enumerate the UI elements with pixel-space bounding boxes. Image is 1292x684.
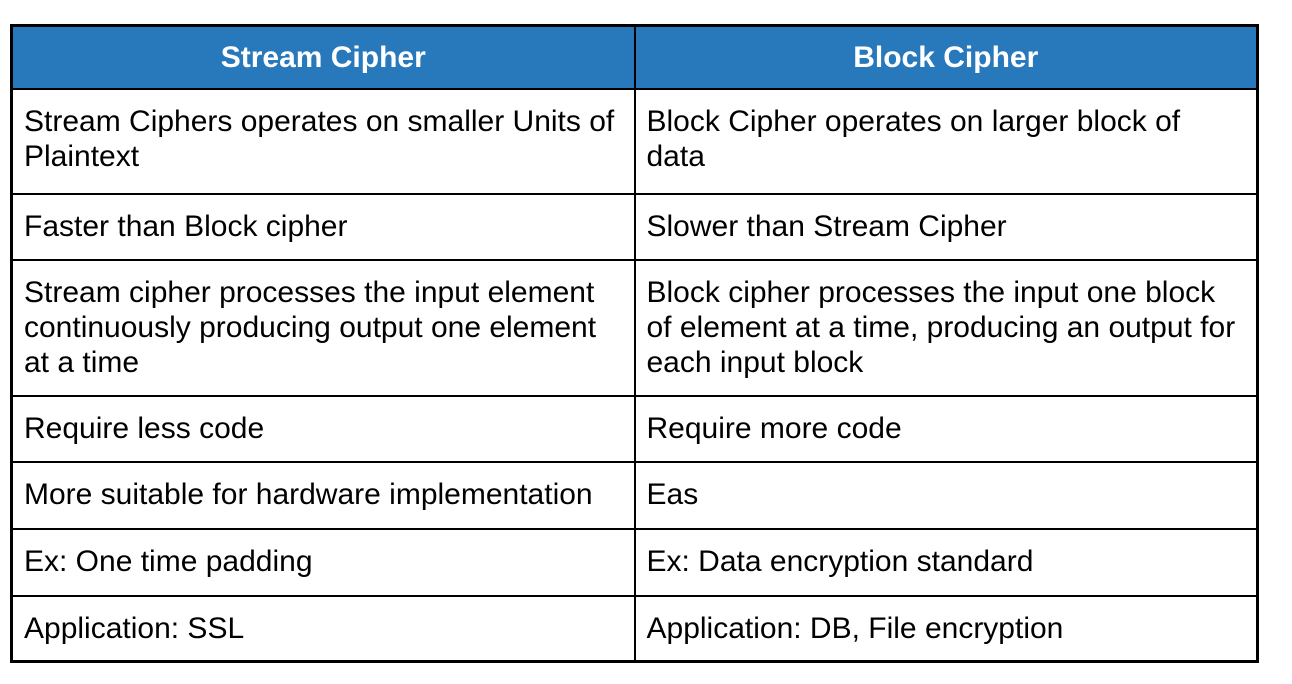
table-row: Application: SSL Application: DB, File e… [10, 594, 1259, 662]
table-row: Faster than Block cipher Slower than Str… [10, 192, 1259, 261]
table-cell: Stream Ciphers operates on smaller Units… [10, 87, 636, 195]
table-cell: Application: DB, File encryption [633, 594, 1259, 662]
table-cell: Require less code [10, 394, 636, 463]
table-row: More suitable for hardware implementatio… [10, 460, 1259, 530]
table-cell: Block cipher processes the input one blo… [633, 258, 1259, 397]
table-cell: More suitable for hardware implementatio… [10, 460, 636, 530]
table-cell: Ex: One time padding [10, 527, 636, 597]
table-row: Stream Ciphers operates on smaller Units… [10, 87, 1259, 195]
block-cipher-column-header: Block Cipher [633, 24, 1259, 90]
table-cell: Slower than Stream Cipher [633, 192, 1259, 261]
stream-cipher-column-header: Stream Cipher [10, 24, 636, 90]
table-cell: Faster than Block cipher [10, 192, 636, 261]
table-row: Stream cipher processes the input elemen… [10, 258, 1259, 397]
table-cell: Eas [633, 460, 1259, 530]
table-header-row: Stream Cipher Block Cipher [10, 24, 1259, 90]
table-cell: Block Cipher operates on larger block of… [633, 87, 1259, 195]
table-cell: Require more code [633, 394, 1259, 463]
table-cell: Application: SSL [10, 594, 636, 662]
table-cell: Ex: Data encryption standard [633, 527, 1259, 597]
table-cell: Stream cipher processes the input elemen… [10, 258, 636, 397]
cipher-comparison-table: Stream Cipher Block Cipher Stream Cipher… [10, 24, 1259, 663]
table-row: Ex: One time padding Ex: Data encryption… [10, 527, 1259, 597]
table-row: Require less code Require more code [10, 394, 1259, 463]
